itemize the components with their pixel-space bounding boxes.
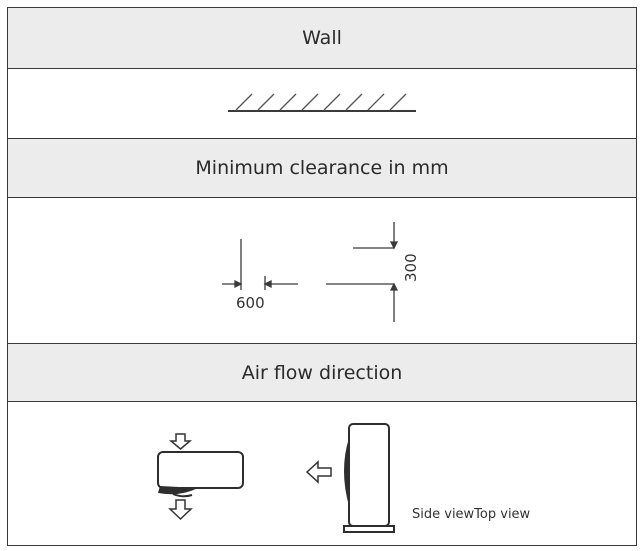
wall-symbol-row: [8, 69, 636, 139]
side-view-unit: [157, 433, 244, 521]
view-caption: Side viewTop view: [412, 507, 531, 522]
airflow-header-row: Air flow direction: [8, 344, 636, 402]
clearance-header-row: Minimum clearance in mm: [8, 139, 636, 198]
clearance-drawing-row: 600 300: [8, 198, 636, 344]
diagram-table: Wall Minimum clearance in mm: [7, 7, 637, 546]
indoor-unit-side-body: [157, 451, 244, 489]
airflow-drawing-row: Side viewTop view: [8, 402, 636, 545]
air-flow-left-arrow-icon: [305, 460, 332, 484]
wall-header-row: Wall: [8, 8, 636, 69]
clearance-header-label: Minimum clearance in mm: [195, 157, 449, 179]
indoor-unit-top-body: [348, 423, 390, 527]
airflow-header-label: Air flow direction: [241, 361, 403, 384]
vertical-clearance-dimension: [326, 222, 399, 322]
airflow-drawing: Side viewTop view: [157, 423, 531, 533]
vertical-clearance-value: 300: [402, 253, 420, 282]
air-outlet-arrow-icon: [168, 499, 193, 521]
horizontal-clearance-value: 600: [236, 294, 265, 312]
clearance-drawing: 600 300: [222, 222, 420, 322]
horizontal-clearance-dimension: [222, 239, 298, 290]
air-intake-arrow-icon: [168, 433, 193, 450]
wall-hatch-symbol: [228, 93, 416, 112]
wall-header-label: Wall: [302, 27, 342, 49]
top-view-unit: [305, 423, 395, 533]
